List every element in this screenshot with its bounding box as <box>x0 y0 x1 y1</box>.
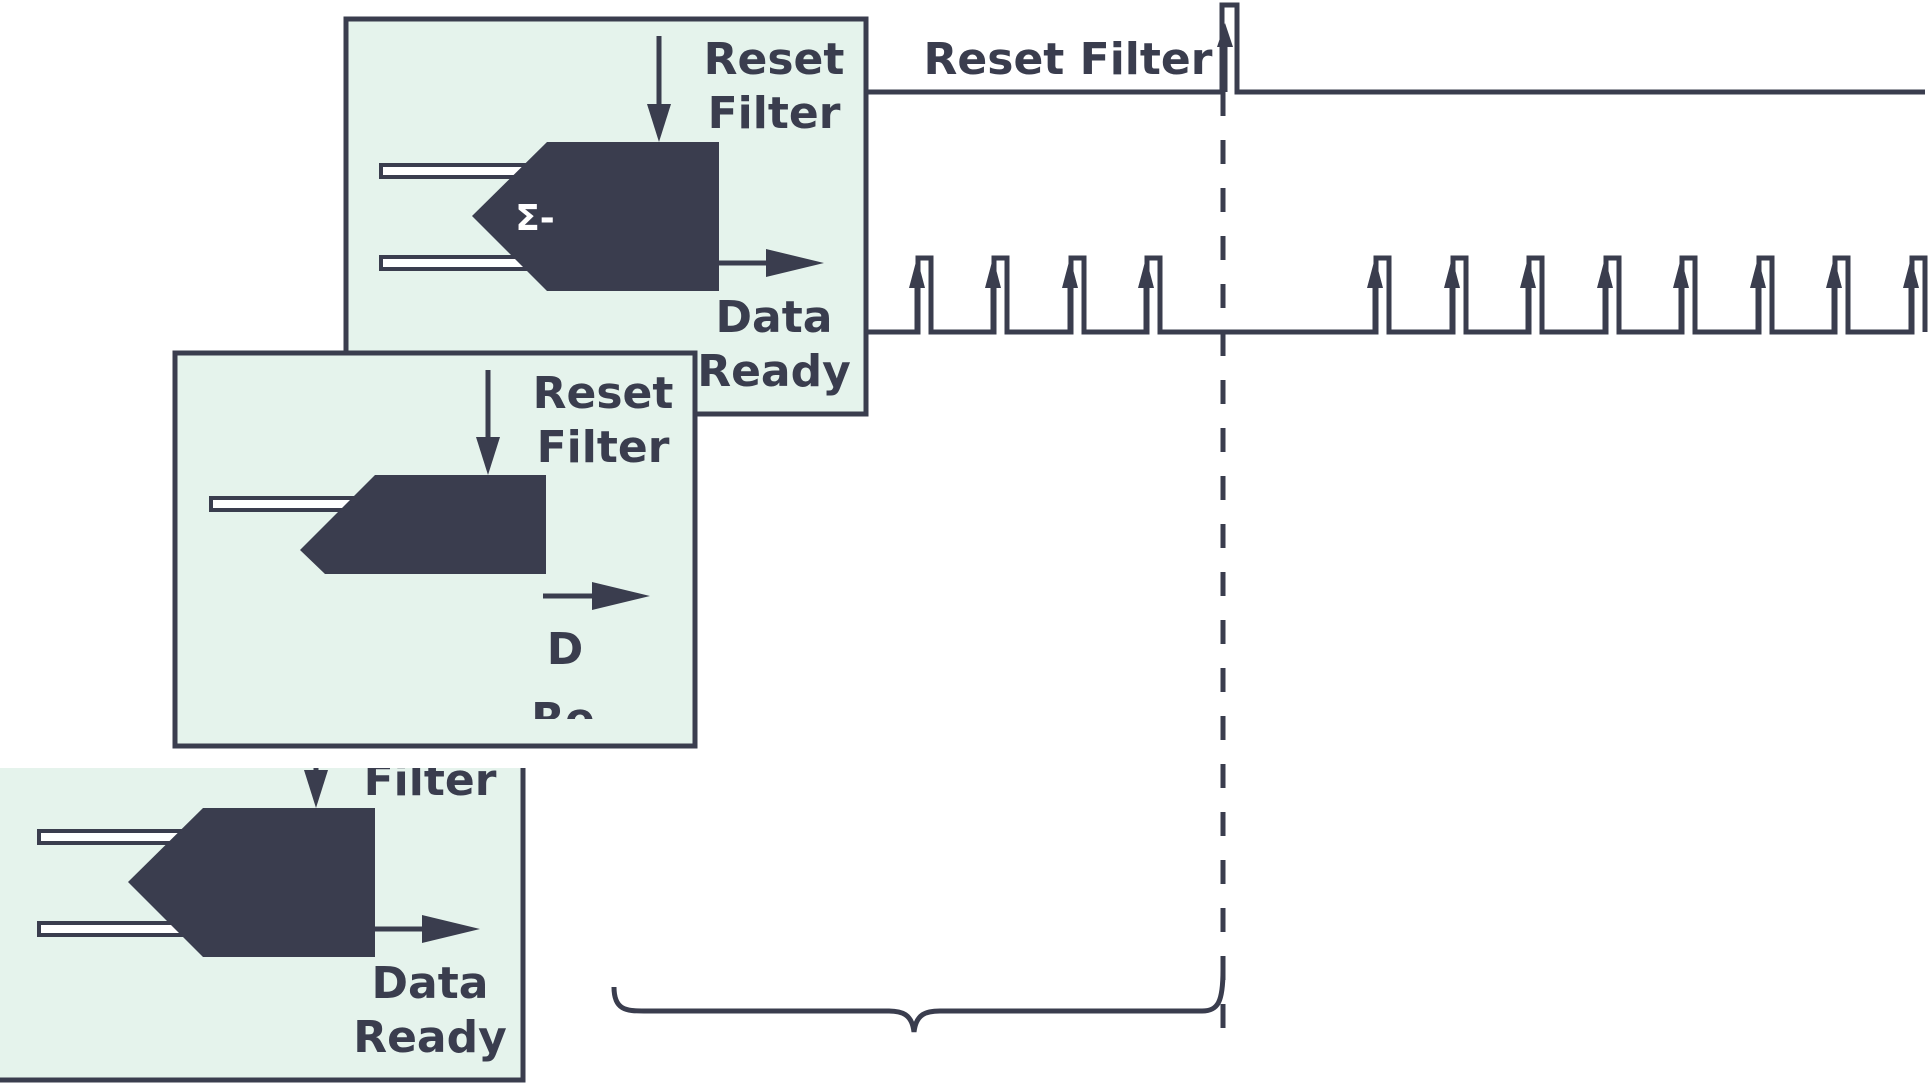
reset-input-arrow <box>476 437 500 475</box>
data-ready-pulse-arrow <box>909 258 925 288</box>
modulator-symbol: Σ- <box>515 198 555 239</box>
block2-ready-label-line2: Re <box>531 694 595 745</box>
modulator-icon <box>128 808 375 957</box>
data-ready-pulse-arrow <box>1062 258 1078 288</box>
block2-ready-label-line1: D <box>547 624 584 675</box>
data-ready-signal <box>866 255 1928 335</box>
block2-reset-label-line1: Reset <box>533 368 674 419</box>
filter-block-3: Filter Data Ready <box>0 755 526 1083</box>
sigma-delta-modulator-icon <box>472 142 719 291</box>
block2-reset-label-line2: Filter <box>537 422 670 473</box>
modulator-icon <box>300 475 546 574</box>
data-ready-pulse-arrow <box>985 258 1001 288</box>
data-ready-output-arrow <box>766 249 824 277</box>
data-ready-output-arrow <box>592 582 650 610</box>
block1-ready-label-line2: Ready <box>697 346 851 397</box>
data-ready-pulse-arrow <box>1826 258 1842 288</box>
reset-input-arrow <box>647 104 671 142</box>
filter-block-2: Reset Filter D Re <box>172 350 698 749</box>
block3-reset-label-line2: Filter <box>364 755 497 806</box>
reset-filter-signal <box>868 2 1925 95</box>
data-ready-pulse-arrow <box>1444 258 1460 288</box>
data-ready-pulse-arrow <box>1903 258 1919 288</box>
block3-ready-label-line1: Data <box>372 958 489 1009</box>
data-ready-pulse-arrow <box>1673 258 1689 288</box>
data-ready-output-arrow <box>422 915 480 943</box>
block1-ready-label-line1: Data <box>716 292 833 343</box>
data-ready-pulse-arrow <box>1750 258 1766 288</box>
reset-filter-label: Reset Filter <box>924 34 1213 85</box>
data-ready-pulse-arrow <box>1520 258 1536 288</box>
filter-block-1: Σ- Reset Filter Data Ready <box>343 16 869 417</box>
reset-input-arrow <box>304 770 328 808</box>
block1-reset-label-line2: Filter <box>708 88 841 139</box>
data-ready-pulse-arrow <box>1367 258 1383 288</box>
block3-ready-label-line2: Ready <box>353 1012 507 1063</box>
block1-reset-label-line1: Reset <box>704 34 845 85</box>
data-ready-pulse-arrow <box>1597 258 1613 288</box>
settling-brace <box>611 969 1226 1033</box>
data-ready-pulse-arrow <box>1138 258 1154 288</box>
reset-pulse-arrow <box>1217 23 1233 47</box>
